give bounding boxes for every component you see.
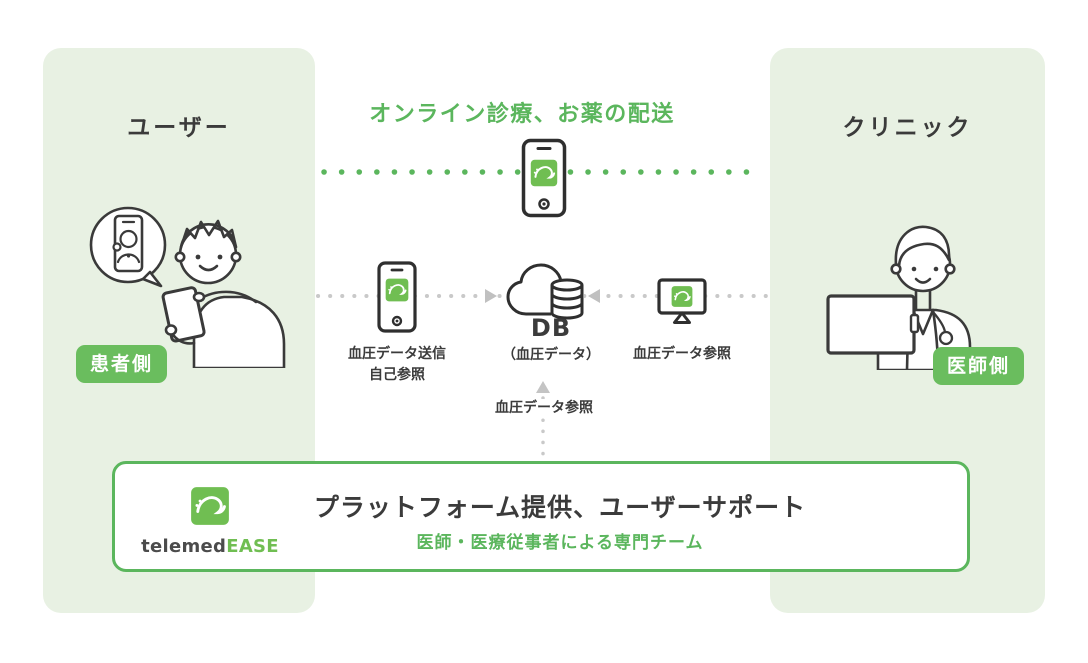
clinic-panel-title: クリニック (842, 115, 973, 141)
user-panel-title: ユーザー (127, 115, 231, 141)
db-title: DB (530, 314, 572, 342)
cloud-database-icon (506, 263, 584, 320)
patient-side-badge: 患者側 (76, 345, 168, 383)
monitor-icon (657, 278, 707, 324)
brand-green: EASE (226, 536, 279, 557)
monitor-data-label: 血圧データ参照 (633, 346, 731, 362)
smartphone-data-icon (377, 261, 417, 333)
arrow-left-to-db-icon (588, 289, 600, 303)
smartphone-icon (521, 138, 567, 218)
phone-data-label-line1: 血圧データ送信 (348, 346, 446, 362)
platform-box-title: プラットフォーム提供、ユーザーサポート (313, 493, 807, 522)
patient-illustration (89, 206, 286, 368)
flow-title: オンライン診療、お薬の配送 (369, 102, 675, 127)
arrow-up-to-db-icon (536, 381, 550, 393)
brand-dark: telemed (141, 536, 227, 557)
telemedease-logo-mark-icon (190, 486, 230, 526)
db-lookup-label: 血圧データ参照 (493, 399, 595, 417)
telemedease-logo-text: telemedEASE (125, 536, 295, 557)
doctor-side-badge: 医師側 (933, 347, 1025, 385)
telemedease-logo: telemedEASE (125, 486, 295, 557)
platform-box: telemedEASE プラットフォーム提供、ユーザーサポート 医師・医療従事者… (112, 461, 970, 572)
phone-data-label-line2: 自己参照 (369, 367, 425, 383)
platform-box-subtitle: 医師・医療従事者による専門チーム (416, 533, 704, 553)
db-subtitle: （血圧データ） (502, 347, 600, 363)
phone-data-label: 血圧データ送信 自己参照 (327, 344, 467, 386)
arrow-right-to-db-icon (485, 289, 497, 303)
